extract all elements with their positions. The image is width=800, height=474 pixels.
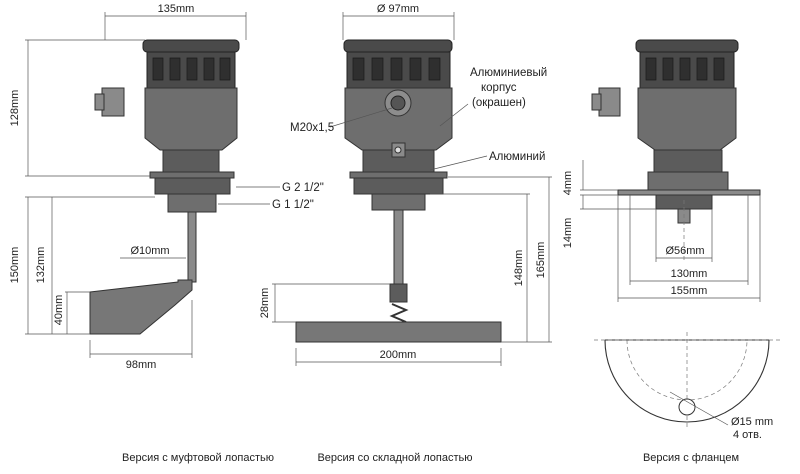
right-cable-gland-nut: [591, 93, 602, 111]
left-paddle-height-dim: 40mm: [53, 295, 65, 326]
left-housing-height-dim: 128mm: [9, 90, 21, 127]
caption-middle: Версия со складной лопастью: [317, 452, 472, 464]
mid-shaft: [393, 209, 404, 285]
right-bolt-circle-dim: 130mm: [671, 268, 708, 280]
left-flange-top: [149, 171, 235, 179]
left-housing: [144, 87, 238, 151]
flange-outer-arc: [604, 339, 770, 423]
caption-left: Версия с муфтовой лопастью: [122, 452, 274, 464]
left-shaft-length-dim: 132mm: [35, 247, 47, 284]
mid-lid-top: [343, 39, 453, 53]
right-collar: [647, 171, 729, 191]
mid-flange-top: [349, 171, 448, 179]
mid-paddle-width-dim: 200mm: [380, 349, 417, 361]
left-paddle-diameter-dim: Ø10mm: [130, 245, 169, 257]
mid-hinge: [389, 283, 408, 303]
housing-label-line2: корпус: [481, 82, 517, 94]
right-boss-height-dim: 14mm: [562, 218, 574, 249]
mid-shaft-to-paddle-dim: 148mm: [513, 250, 525, 287]
mid-thread: [353, 177, 444, 195]
thread-g212-label: G 2 1/2": [282, 182, 324, 194]
middle-version-drawing: [272, 12, 552, 366]
right-version-drawing: [580, 39, 761, 302]
left-cable-gland: [101, 87, 125, 117]
mid-lid-ribs: [352, 57, 441, 81]
mid-spring: [389, 303, 409, 323]
cable-gland-label: M20x1,5: [290, 122, 334, 134]
thread-g112-label: G 1 1/2": [272, 199, 314, 211]
mid-screw: [394, 146, 402, 154]
left-paddle: [89, 279, 193, 335]
right-neck: [653, 149, 723, 173]
mid-paddle: [295, 321, 502, 343]
right-lid-top: [635, 39, 739, 53]
mid-folded-length-dim: 28mm: [259, 288, 271, 319]
left-width-dim: 135mm: [158, 3, 195, 15]
right-flange-plate: [617, 189, 761, 196]
left-shaft: [187, 211, 197, 283]
caption-right: Версия с фланцем: [643, 452, 739, 464]
housing-label-line3: (окрашен): [472, 97, 526, 109]
right-hole-diameter-dim: Ø15 mm: [731, 416, 773, 428]
right-housing: [637, 87, 737, 151]
mid-lower: [371, 193, 426, 211]
right-hole-count-dim: 4 отв.: [733, 429, 762, 441]
left-paddle-length-dim: 98mm: [126, 359, 157, 371]
mid-diameter-dim: Ø 97mm: [377, 3, 419, 15]
right-bore-diameter-dim: Ø56mm: [665, 245, 704, 257]
flange-bolt-hole: [678, 398, 696, 416]
right-lid-ribs: [645, 57, 725, 81]
aluminium-label: Алюминий: [489, 151, 545, 163]
flange-top-view: [594, 332, 780, 430]
left-neck: [162, 149, 220, 173]
right-flange-diameter-dim: 155mm: [671, 285, 708, 297]
mid-total-length-dim: 165mm: [535, 242, 547, 279]
housing-label-line1: Алюминиевый: [470, 67, 547, 79]
right-cable-gland: [598, 87, 621, 117]
mid-cable-gland-inner: [390, 95, 406, 111]
left-total-height-dim: 150mm: [9, 247, 21, 284]
left-lid-ribs: [152, 57, 231, 81]
right-flange-thickness-dim: 4mm: [562, 171, 574, 195]
left-version-drawing: [25, 12, 280, 358]
mid-housing: [344, 87, 453, 151]
left-thread-g212: [154, 177, 231, 195]
left-thread-g112: [167, 193, 217, 213]
left-cable-gland-nut: [94, 93, 105, 111]
left-lid-top: [142, 39, 240, 53]
